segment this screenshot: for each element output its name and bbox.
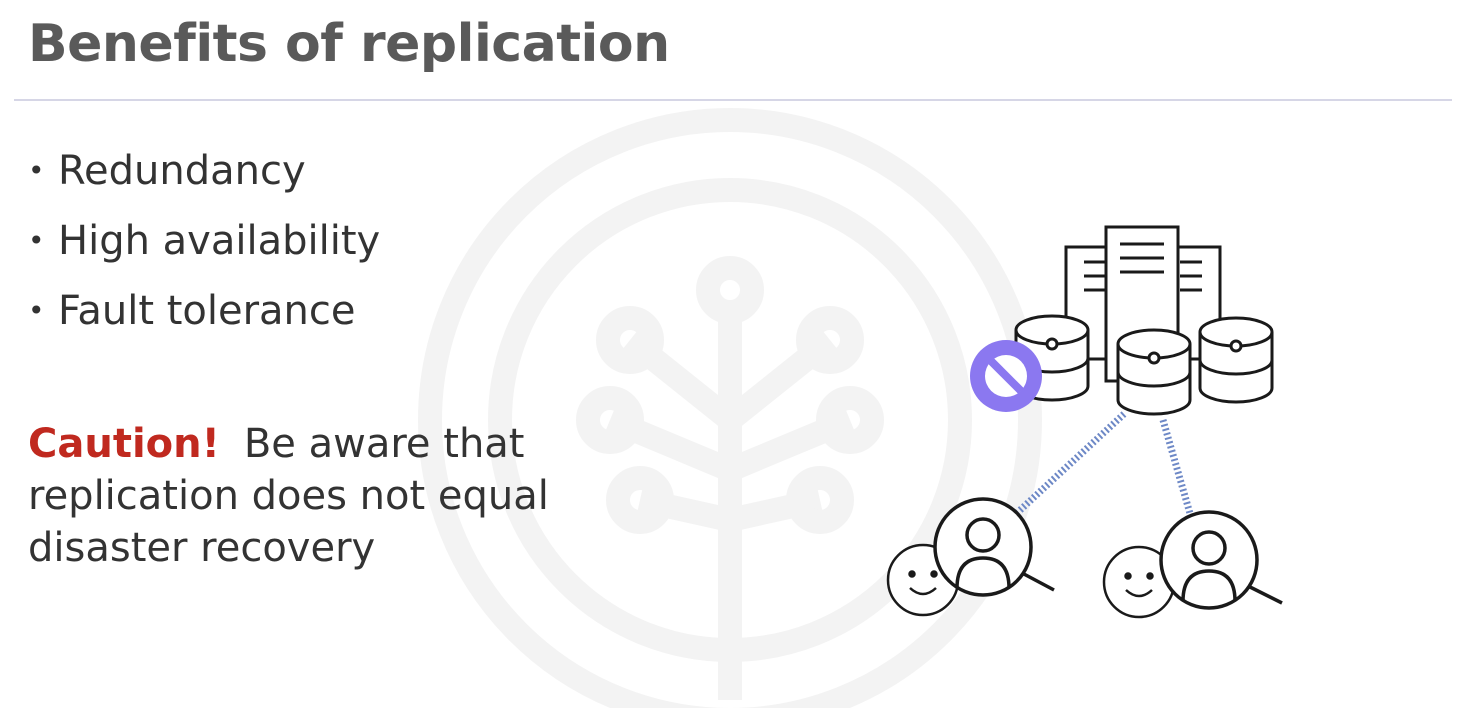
- list-item: • High availability: [28, 206, 380, 276]
- bullet-text: Redundancy: [58, 148, 306, 194]
- title-divider: [14, 99, 1452, 101]
- page-title: Benefits of replication: [28, 14, 670, 74]
- caution-label: Caution!: [28, 421, 220, 467]
- bullet-icon: •: [28, 154, 45, 187]
- bullet-text: Fault tolerance: [58, 288, 356, 334]
- database-icon-center: [1116, 328, 1192, 416]
- user-search-icon-left: [933, 497, 1055, 597]
- bullet-text: High availability: [58, 218, 381, 264]
- user-search-icon-right: [1159, 510, 1283, 610]
- benefits-list: • Redundancy • High availability • Fault to…: [28, 136, 380, 346]
- bullet-icon: •: [28, 294, 45, 327]
- replication-link-lines: [1015, 411, 1195, 518]
- list-item: • Redundancy: [28, 136, 380, 206]
- bullet-icon: •: [28, 224, 45, 257]
- caution-message: Be aware that replication does not equal…: [28, 421, 549, 571]
- database-icon-right: [1198, 316, 1274, 404]
- blocked-icon: [970, 340, 1042, 412]
- caution-note: Caution!Be aware that replication does n…: [28, 418, 628, 574]
- replication-diagram: [886, 225, 1283, 619]
- list-item: • Fault tolerance: [28, 276, 380, 346]
